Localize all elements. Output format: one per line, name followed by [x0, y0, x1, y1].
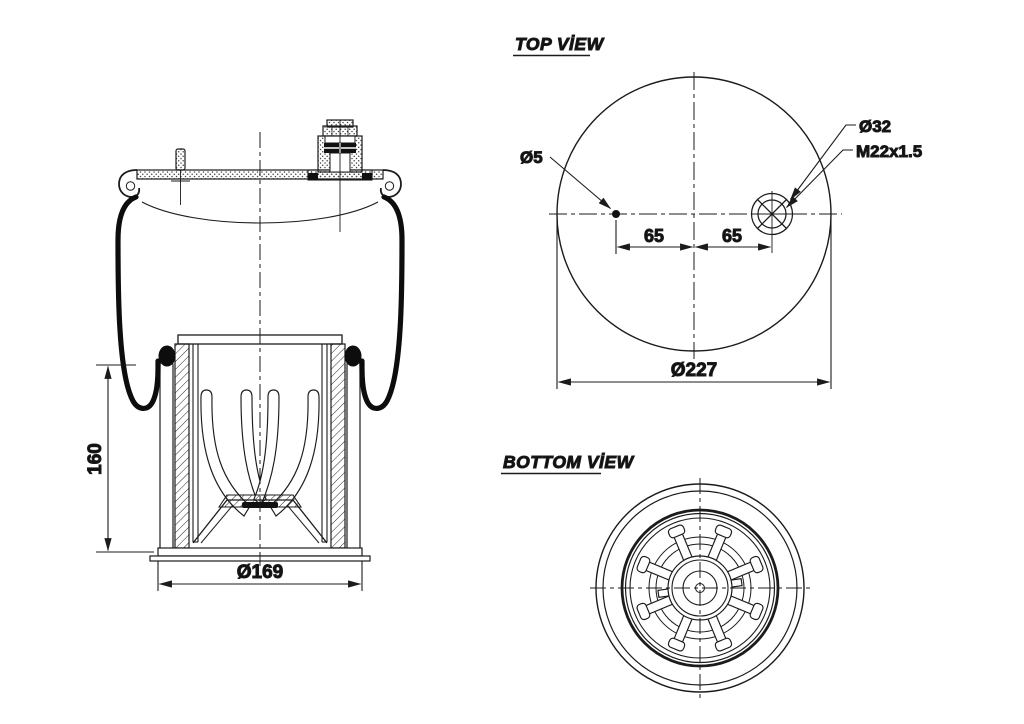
top-view: TOP VİEW Ø5 Ø32 M22x1.5 65 65: [513, 34, 923, 389]
bellow-bead-right: [344, 345, 362, 367]
dimension-height-160: [96, 364, 154, 553]
bottom-view: BOTTOM VİEW: [501, 452, 810, 698]
dim-base-dia-label: Ø169: [237, 562, 283, 583]
dim-pin-offset-label: 65: [644, 226, 664, 246]
mounting-stud: [171, 148, 190, 205]
bellow-bead-left: [158, 345, 176, 367]
port-thread-leader: [785, 149, 853, 209]
side-section-view: 160 Ø169: [85, 119, 405, 591]
port-thread-label: M22x1.5: [856, 142, 922, 161]
dimension-offsets-65: [615, 220, 772, 254]
air-port: [750, 191, 794, 253]
air-fitting: [307, 119, 373, 232]
dim-height-label: 160: [85, 443, 106, 475]
pin-dia-label: Ø5: [520, 148, 543, 167]
port-dia-label: Ø32: [859, 117, 891, 136]
dim-plate-dia-label: Ø227: [671, 360, 717, 381]
port-dia-leader: [790, 124, 856, 201]
dim-port-offset-label: 65: [722, 226, 742, 246]
rubber-bellow: [115, 194, 405, 411]
bottom-view-title: BOTTOM VİEW: [503, 452, 635, 472]
top-view-title: TOP VİEW: [515, 34, 605, 54]
plate-crimp-left: [118, 169, 141, 198]
pin-leader: [549, 156, 612, 209]
plate-crimp-right: [379, 169, 402, 198]
dimension-base-dia-169: [157, 561, 363, 591]
pin-hole: [612, 210, 620, 218]
dimension-plate-dia-227: [556, 217, 832, 389]
